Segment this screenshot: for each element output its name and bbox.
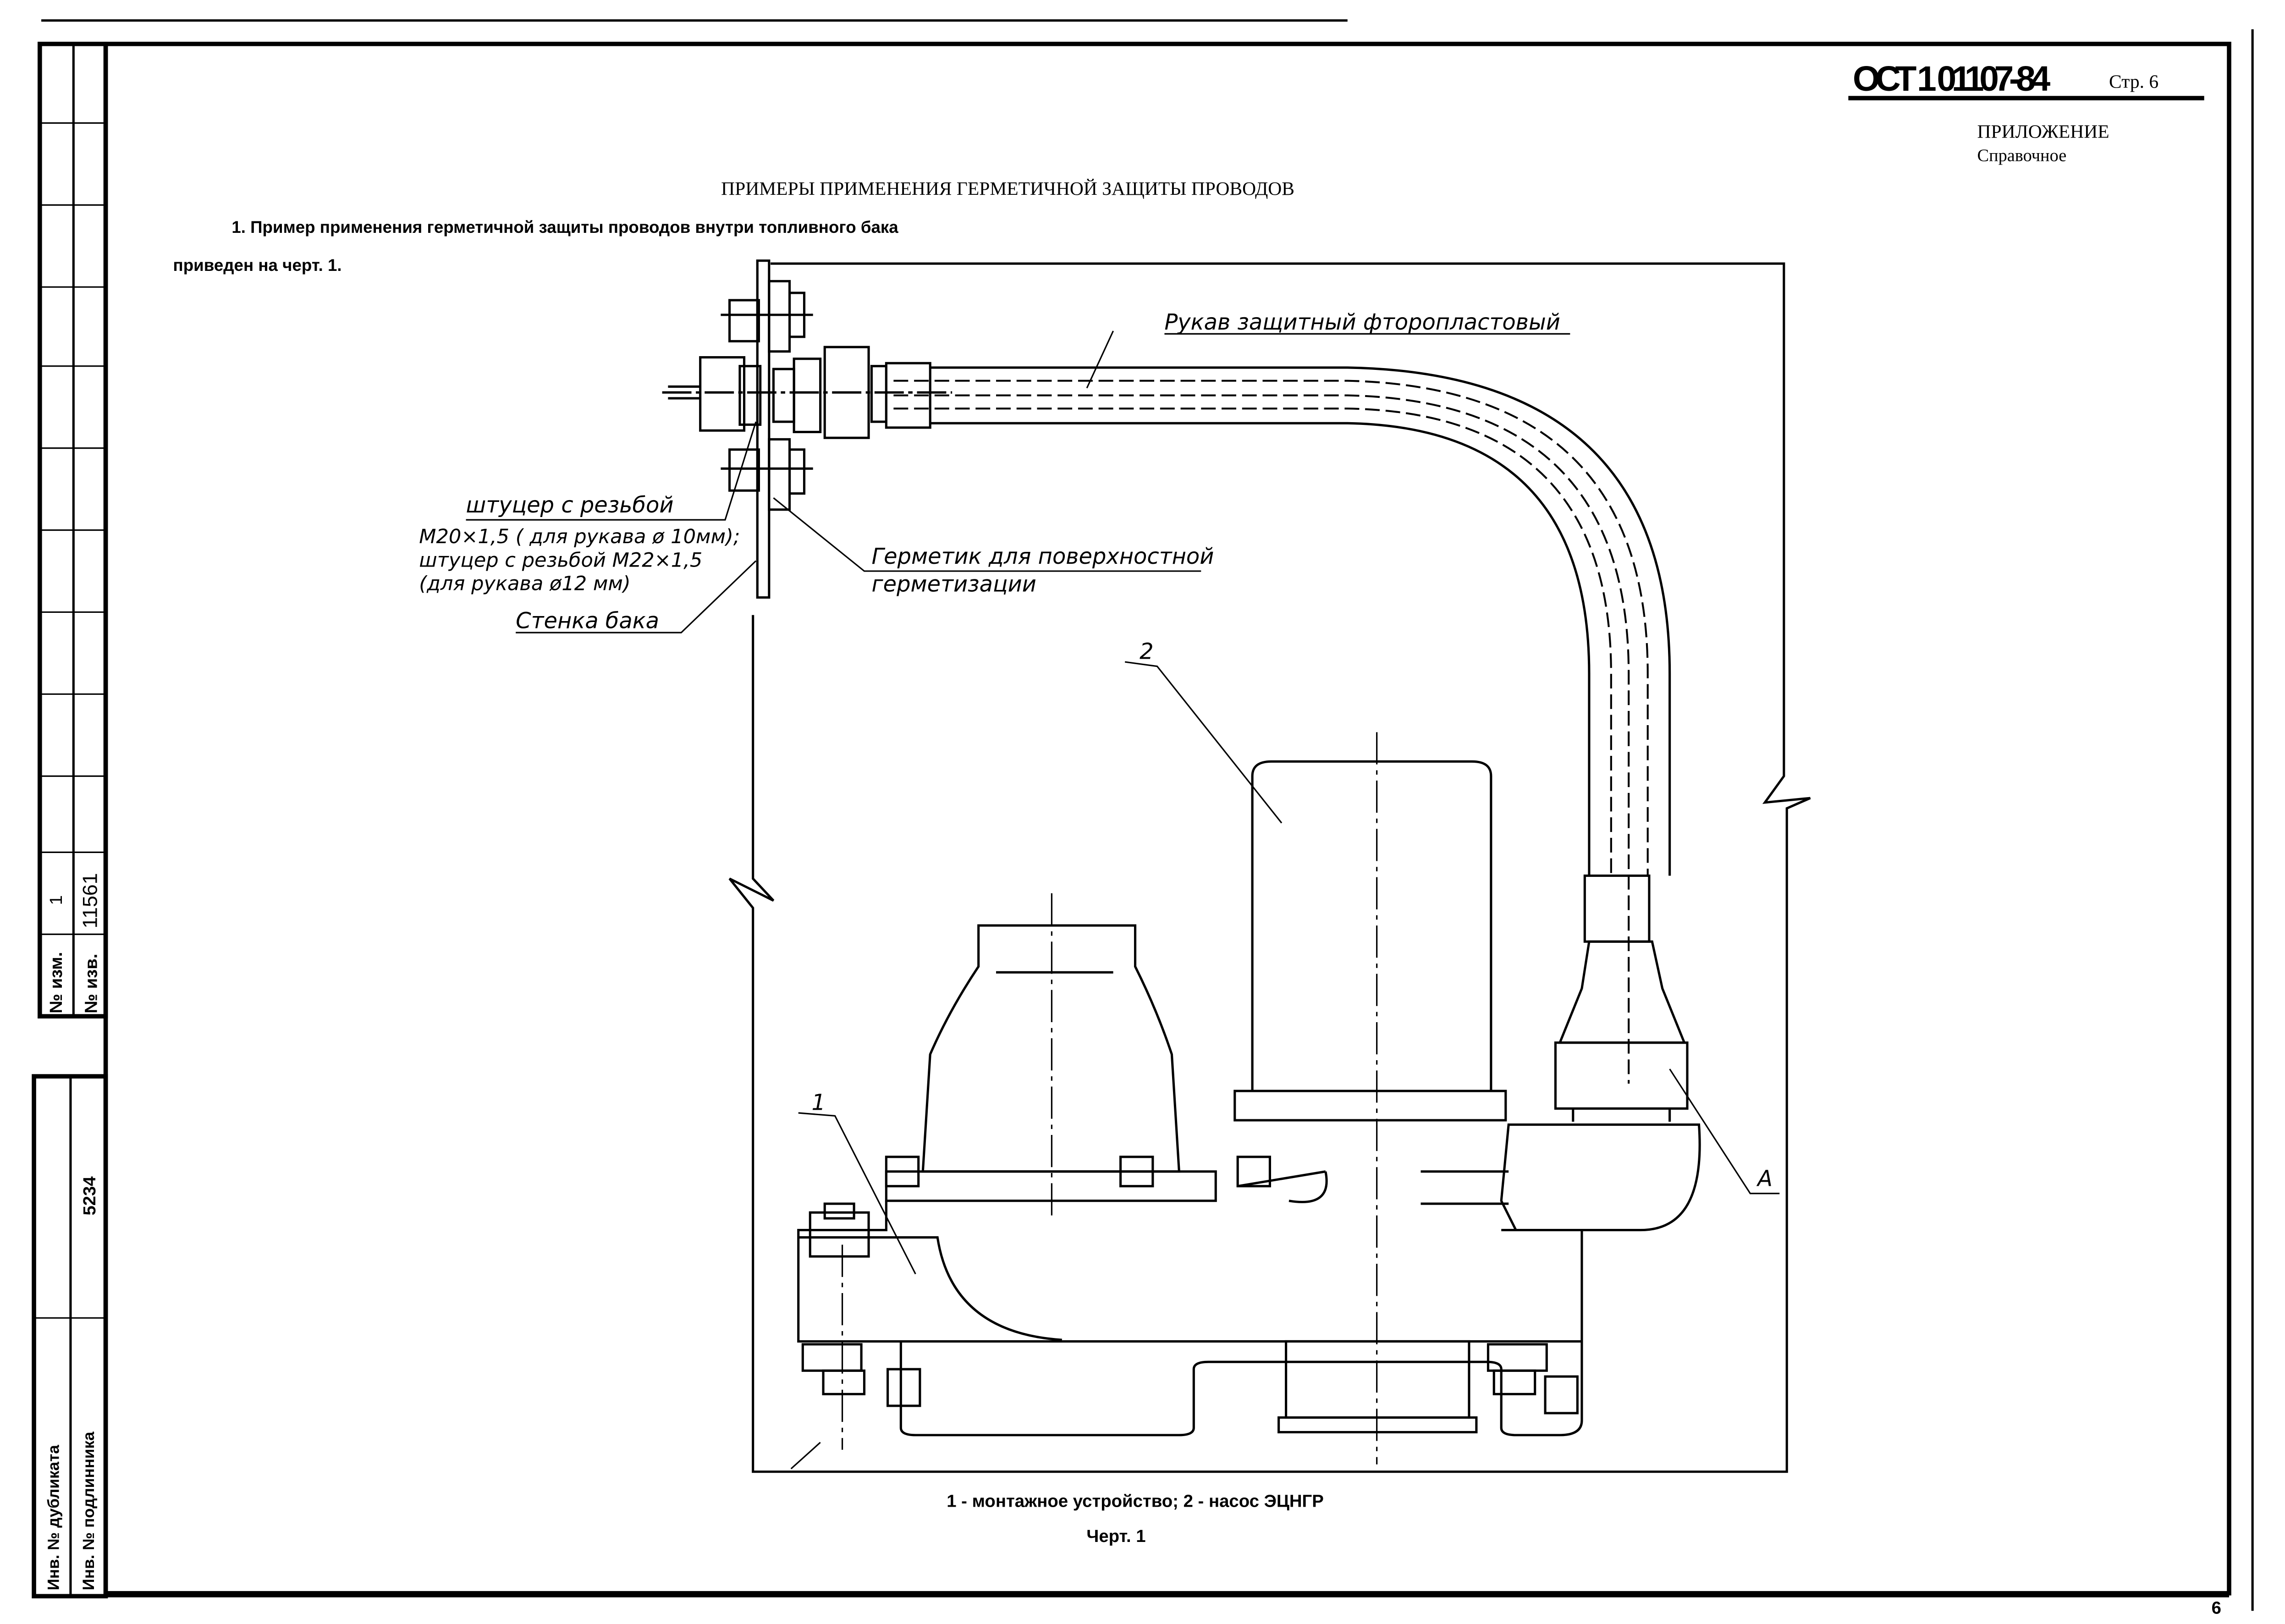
technical-drawing: Рукав защитный фторопластовый штуцер с р… [419,259,1811,1473]
notice-no-label: № изв. [81,954,101,1013]
appendix-type: Справочное [1977,146,2067,165]
detail-a: А [1756,1167,1773,1192]
change-no: 1 [46,895,66,905]
page-title: ПРИМЕРЫ ПРИМЕНЕНИЯ ГЕРМЕТИЧНОЙ ЗАЩИТЫ ПР… [721,178,1294,199]
paragraph-line-1: 1. Пример применения герметичной защиты … [231,218,898,237]
page-frame [41,19,2254,1611]
original-inv-label: Инв. № подлинника [80,1431,98,1591]
paragraph-line-2: приведен на черт. 1. [173,256,342,275]
page-label: Стр. 6 [2109,71,2158,92]
sheet-number: 6 [2212,1598,2221,1618]
label-fitting-2: М20×1,5 ( для рукава ø 10мм); [419,525,740,548]
position-1: 1 [811,1090,825,1116]
label-sealant-2: герметизации [871,572,1036,597]
duplicate-inv-label: Инв. № дубликата [44,1445,62,1591]
label-sealant-1: Герметик для поверхностной [871,544,1214,569]
label-fitting-1: штуцер с резьбой [466,493,674,518]
change-no-label: № изм. [46,952,66,1013]
label-hose: Рукав защитный фторопластовый [1164,310,1560,335]
side-stamp: № изм. 1 № изв. 11561 5234 Инв. № дублик… [32,42,108,1599]
figure-number: Черт. 1 [1086,1526,1145,1546]
figure-caption: 1 - монтажное устройство; 2 - насос ЭЦНГ… [947,1491,1324,1511]
standard-code: ОСТ 1 01107-84 [1853,60,2051,99]
original-inv-no: 5234 [80,1176,99,1216]
appendix-title: ПРИЛОЖЕНИЕ [1977,121,2109,142]
label-fitting-4: (для рукава ø12 мм) [419,572,630,595]
label-fitting-3: штуцер с резьбой М22×1,5 [419,549,702,572]
notice-no: 11561 [79,873,101,928]
label-tank-wall: Стенка бака [516,609,659,634]
position-2: 2 [1140,639,1153,665]
